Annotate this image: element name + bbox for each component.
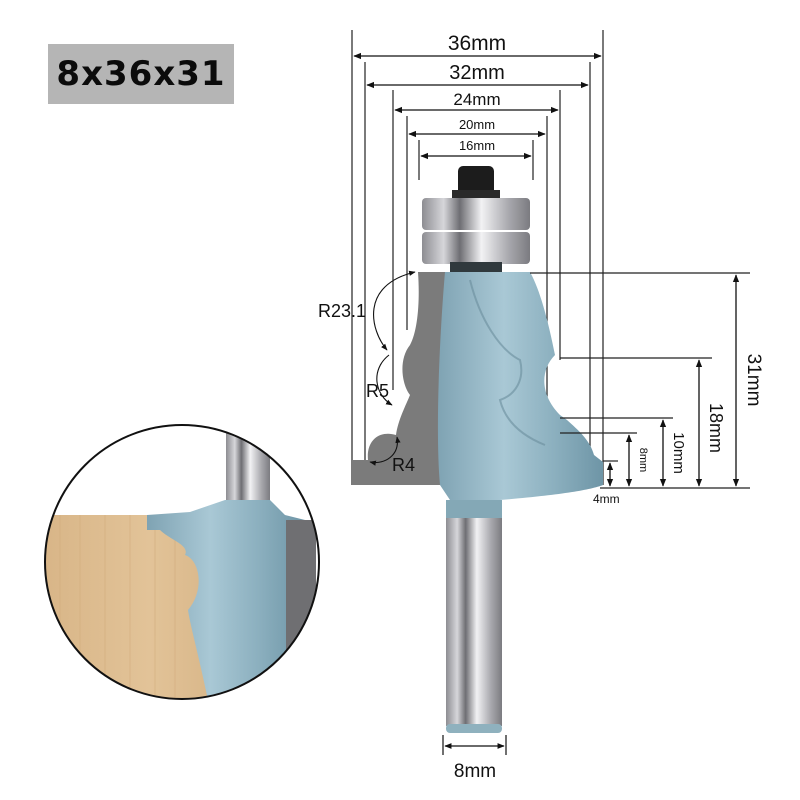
width-label-24: 24mm [453, 90, 500, 109]
bearing-bottom [422, 232, 530, 264]
cutter-body [437, 272, 603, 500]
height-label-31: 31mm [743, 354, 764, 407]
cut-detail-inset [45, 425, 319, 699]
cut-profile-shape [352, 272, 445, 485]
radius-label-r5: R5 [366, 381, 389, 401]
height-label-4: 4mm [593, 492, 620, 506]
shank [446, 518, 502, 726]
width-label-20: 20mm [459, 117, 495, 132]
height-label-10: 10mm [670, 432, 687, 474]
radius-label-r4: R4 [392, 455, 415, 475]
height-extension-lines [530, 272, 750, 489]
arbor-nut [458, 166, 494, 196]
shank-collar [446, 500, 502, 520]
shank-label: 8mm [454, 761, 496, 782]
size-badge: 8x36x31 [48, 44, 234, 104]
width-label-36: 36mm [448, 32, 506, 55]
height-label-18: 18mm [706, 403, 726, 453]
height-label-8: 8mm [637, 448, 649, 472]
size-badge-text: 8x36x31 [56, 54, 226, 94]
width-label-16: 16mm [459, 138, 495, 153]
bearing-assembly [422, 166, 530, 272]
height-dimension-arrows [606, 274, 740, 487]
bearing-top [422, 198, 530, 230]
shank-dimension [442, 735, 507, 755]
radius-label-r23: R23.1 [318, 301, 366, 321]
width-dimension-arrows [353, 52, 602, 160]
width-label-32: 32mm [449, 62, 505, 84]
radius-annotations [369, 270, 416, 466]
inset-circle-border [44, 424, 320, 700]
